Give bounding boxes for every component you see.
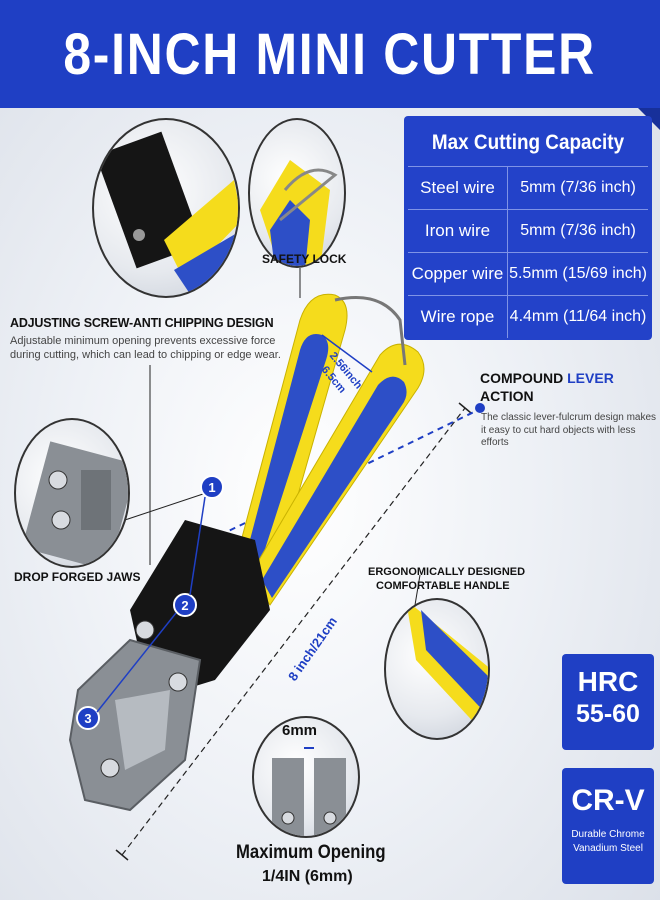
capacity-row: Copper wire 5.5mm (15/69 inch): [408, 252, 648, 295]
compound-lever-title-a: COMPOUND: [480, 370, 568, 386]
ergonomic-handle-detail-drawing: [406, 600, 488, 738]
compound-lever-desc-2: it easy to cut hard objects with less ef…: [481, 425, 636, 448]
max-cutting-capacity-table: Max Cutting Capacity Steel wire 5mm (7/3…: [404, 116, 652, 340]
drop-forged-jaws-detail-drawing: [21, 441, 128, 566]
adjusting-screw-detail-drawing: [95, 131, 238, 296]
safety-lock-detail-drawing: [260, 160, 338, 266]
compound-lever-desc-1: The classic lever-fulcrum design makes: [481, 412, 657, 423]
left-handle-grip: [246, 334, 329, 580]
length-end-tick-bottom: [115, 849, 129, 861]
bolt-3: [100, 758, 120, 778]
ergonomic-handle-label-2: COMFORTABLE HANDLE: [376, 580, 510, 592]
opening-mm-label: 6mm: [282, 722, 318, 739]
length-end-tick-top: [458, 402, 472, 414]
max-opening-detail-drawing: [272, 747, 346, 836]
safety-lock-label: SAFETY LOCK: [262, 252, 347, 266]
page-title: 8-INCH MINI CUTTER: [63, 21, 597, 87]
crv-desc-1: Durable Chrome: [571, 829, 645, 840]
capacity-value: 5.5mm (15/69 inch): [509, 265, 647, 282]
capacity-material: Steel wire: [408, 167, 508, 209]
marker-3: 3: [76, 706, 100, 730]
marker-1-label: 1: [208, 480, 215, 495]
capacity-value: 5mm (7/36 inch): [520, 222, 636, 239]
bolt-2: [168, 672, 188, 692]
handle-gap-arrow: [321, 334, 373, 373]
marker-2: 2: [173, 593, 197, 617]
crv-badge: CR-V Durable Chrome Vanadium Steel: [562, 768, 654, 884]
hrc-badge: HRC 55-60: [562, 654, 654, 750]
capacity-material: Iron wire: [408, 210, 508, 252]
adjusting-screw-title: ADJUSTING SCREW-ANTI CHIPPING DESIGN: [10, 316, 274, 330]
capacity-row: Iron wire 5mm (7/36 inch): [408, 209, 648, 252]
header-banner: 8-INCH MINI CUTTER: [0, 0, 660, 108]
max-opening-detail-image: [252, 716, 360, 838]
capacity-title: Max Cutting Capacity: [431, 131, 625, 154]
marker-link-1-2: [189, 496, 206, 596]
hrc-label: HRC: [577, 666, 639, 697]
bolt-1: [135, 620, 155, 640]
capacity-row: Wire rope 4.4mm (11/64 inch): [408, 295, 648, 338]
compound-lever-title-b: LEVER: [567, 370, 614, 386]
safety-lock-detail-image: [248, 118, 346, 268]
compound-lever-title: COMPOUND LEVER: [480, 370, 614, 386]
hrc-value: 55-60: [576, 700, 640, 728]
crv-desc-2: Vanadium Steel: [573, 843, 643, 854]
drop-forged-jaws-detail-image: [14, 418, 130, 568]
adjusting-screw-desc-2: during cutting, which can lead to chippi…: [10, 349, 281, 361]
marker-3-label: 3: [84, 711, 91, 726]
length-dimension-line: [121, 407, 466, 856]
capacity-material: Wire rope: [408, 296, 508, 338]
capacity-value: 5mm (7/36 inch): [520, 179, 636, 196]
safety-lock-wire: [334, 296, 407, 366]
jaw-gap: [115, 690, 170, 770]
marker-link-2-3: [96, 612, 177, 713]
adjusting-screw-desc-1: Adjustable minimum opening prevents exce…: [10, 335, 276, 347]
marker-2-label: 2: [181, 598, 188, 613]
max-opening-title: Maximum Opening: [236, 842, 386, 863]
max-opening-value: 1/4IN (6mm): [262, 868, 353, 885]
capacity-material: Copper wire: [408, 253, 508, 295]
compound-lever-dot: [475, 403, 485, 413]
capacity-row: Steel wire 5mm (7/36 inch): [408, 166, 648, 209]
capacity-value: 4.4mm (11/64 inch): [509, 308, 647, 325]
drop-forged-jaws-label: DROP FORGED JAWS: [14, 570, 141, 584]
ergonomic-handle-detail-image: [384, 598, 490, 740]
marker-1: 1: [200, 475, 224, 499]
compound-lever-action: ACTION: [480, 388, 534, 404]
ergonomic-handle-label-1: ERGONOMICALLY DESIGNED: [368, 566, 526, 578]
crv-label: CR-V: [571, 784, 645, 817]
adjusting-screw-detail-image: [92, 118, 240, 298]
right-handle-grip: [262, 376, 407, 598]
